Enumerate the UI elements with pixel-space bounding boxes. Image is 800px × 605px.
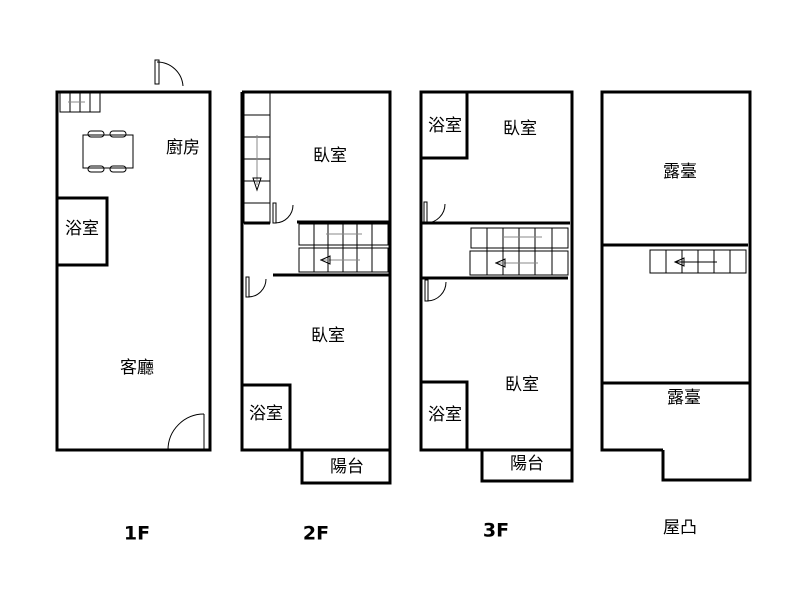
room-label: 浴室 bbox=[249, 404, 283, 424]
floor-roof: 露臺 露臺 屋凸 bbox=[600, 90, 752, 538]
floor-1f: 廚房 浴室 客廳 1F bbox=[55, 59, 212, 545]
room-label: 臥室 bbox=[311, 326, 345, 346]
floor-label: 2F bbox=[303, 523, 329, 545]
floor-label: 3F bbox=[483, 520, 509, 542]
floor-label: 1F bbox=[124, 523, 150, 545]
room-label: 廚房 bbox=[166, 137, 200, 158]
floor-label: 屋凸 bbox=[663, 518, 697, 538]
floor-3f: 浴室 臥室 臥室 浴室 陽台 3F bbox=[419, 90, 574, 542]
room-label: 浴室 bbox=[428, 405, 462, 425]
room-label: 浴室 bbox=[65, 219, 99, 239]
room-label: 臥室 bbox=[503, 119, 537, 139]
room-label: 陽台 bbox=[330, 457, 364, 477]
room-label: 露臺 bbox=[663, 162, 697, 182]
floor-2f: 臥室 臥室 浴室 陽台 2F bbox=[240, 90, 392, 545]
room-label: 陽台 bbox=[510, 454, 544, 474]
room-label: 客廳 bbox=[120, 358, 154, 378]
room-label: 浴室 bbox=[428, 116, 462, 136]
room-label: 臥室 bbox=[313, 146, 347, 166]
room-label: 露臺 bbox=[667, 388, 701, 408]
room-label: 臥室 bbox=[505, 375, 539, 395]
